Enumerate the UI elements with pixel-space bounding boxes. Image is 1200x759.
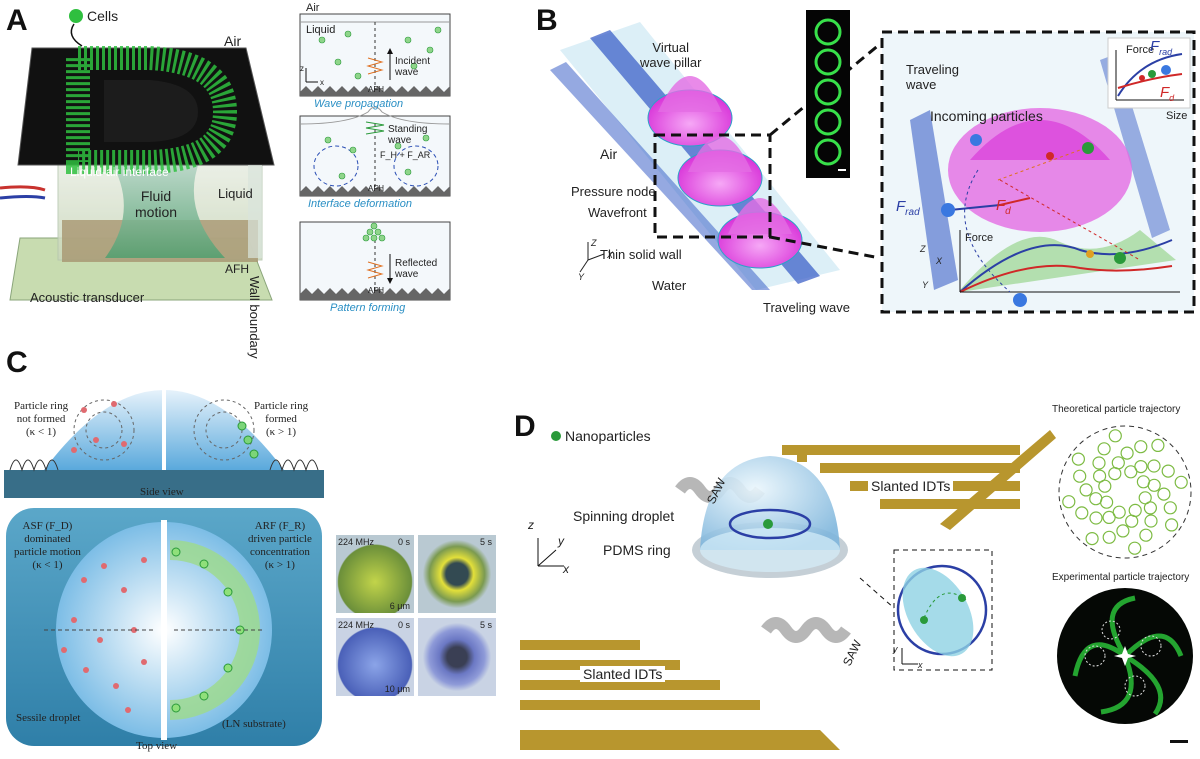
ring-not-formed-label: Particle ring not formed (κ < 1): [14, 400, 69, 438]
scale-bar-d: [1170, 740, 1188, 743]
axis-y-b: Y: [578, 272, 585, 282]
force-mini-label: Force: [1126, 44, 1155, 56]
water-label: Water: [652, 278, 687, 293]
axis-z-b2: Z: [920, 244, 926, 254]
step2-afh: AFH: [368, 184, 384, 193]
panel-label-d: D: [514, 410, 536, 443]
panel-label-c: C: [6, 346, 28, 379]
traveling-wave-top-label: Traveling wave: [906, 62, 959, 92]
step1-wave: Incident wave: [395, 56, 431, 78]
nanoparticles-label: Nanoparticles: [565, 428, 651, 444]
theoretical-label: Theoretical particle trajectory: [1052, 404, 1181, 415]
spinning-droplet-label: Spinning droplet: [573, 508, 675, 524]
axis-y-b2: Y: [922, 280, 929, 290]
axis-z-a: z: [300, 64, 304, 73]
axis-x-b2: X: [936, 256, 943, 266]
step3-afh: AFH: [368, 286, 384, 295]
step1-caption: Wave propagation: [314, 98, 404, 110]
panel-d-illustration: [520, 430, 1056, 750]
panel-b-channel: [550, 10, 881, 290]
incoming-particles-label: Incoming particles: [930, 108, 1043, 124]
traveling-wave-bottom-label: Traveling wave: [763, 300, 850, 315]
virtual-pillar-label: Virtual wave pillar: [640, 40, 702, 70]
thin-wall-label: Thin solid wall: [600, 247, 682, 262]
top-view-label: Top view: [136, 740, 178, 752]
sessile-label: Sessile droplet: [16, 712, 81, 724]
arf-label: ARF (F_R) driven particle concentration …: [248, 520, 312, 571]
panel-label-b: B: [536, 4, 558, 37]
liquid-label-a: Liquid: [218, 186, 253, 201]
step2-caption: Interface deformation: [308, 198, 412, 210]
axis-z-d: z: [528, 518, 534, 532]
fluid-motion-label: Fluid motion: [135, 188, 178, 220]
photo-3: 224 MHz 0 s 10 μm: [336, 618, 414, 696]
air-label-a: Air: [224, 33, 242, 49]
f-rad-label: Frad: [896, 198, 920, 218]
axis-x-d: x: [563, 562, 569, 576]
step2-force: F_H + F_AR: [380, 150, 431, 160]
theoretical-trajectory: [1058, 425, 1192, 559]
air-label-b: Air: [600, 146, 618, 162]
step3-caption: Pattern forming: [330, 302, 406, 314]
axis-x-b: X: [607, 250, 614, 260]
force-axis-label: Force: [965, 232, 994, 244]
side-view-label: Side view: [140, 486, 184, 498]
afh-label-a: AFH: [225, 262, 249, 276]
pressure-node-label: Pressure node: [571, 184, 656, 199]
step1-air: Air: [306, 2, 320, 14]
f-d-mini-label: Fd: [1160, 84, 1175, 103]
experimental-trajectory: [1057, 588, 1193, 724]
step1-afh: AFH: [368, 85, 384, 94]
substrate-label: (LN substrate): [222, 718, 286, 730]
slanted-idts-top-label: Slanted IDTs: [868, 478, 954, 494]
panel-a-illustration: [0, 9, 275, 301]
slanted-idts-bottom-label: Slanted IDTs: [580, 666, 666, 682]
photo-2: 5 s: [418, 535, 496, 613]
cell-legend-dot: [69, 9, 83, 23]
axis-y-d-inset: y: [893, 644, 898, 654]
ring-formed-label: Particle ring formed (κ > 1): [254, 400, 309, 438]
size-mini-label: Size: [1166, 110, 1188, 122]
step3-wave: Reflected wave: [395, 258, 438, 280]
f-d-label: Fd: [996, 197, 1011, 217]
axis-y-d: y: [558, 534, 564, 548]
step2-wave: Standing wave: [388, 124, 428, 146]
axis-x-d-inset: x: [918, 660, 923, 670]
pdms-ring-label: PDMS ring: [603, 542, 671, 558]
wave-steps-diagram: [299, 13, 451, 301]
panel-b-zoom-inset: [880, 30, 1196, 314]
axis-x-a: x: [320, 78, 324, 87]
panel-c-droplet: [4, 358, 324, 746]
interface-label: Liquid-air interface: [70, 165, 169, 179]
transducer-label: Acoustic transducer: [30, 290, 145, 305]
cells-label: Cells: [87, 8, 119, 24]
asf-label: ASF (F_D) dominated particle motion (κ <…: [14, 520, 81, 571]
wavefront-label: Wavefront: [588, 205, 647, 220]
panel-label-a: A: [6, 4, 28, 37]
step1-liquid: Liquid: [306, 24, 336, 36]
photo-1: 224 MHz 0 s 6 μm: [336, 535, 414, 613]
f-rad-mini-label: Frad: [1150, 38, 1173, 57]
axis-z-b: Z: [591, 238, 597, 248]
photo-4: 5 s: [418, 618, 496, 696]
experimental-label: Experimental particle trajectory: [1052, 572, 1190, 583]
